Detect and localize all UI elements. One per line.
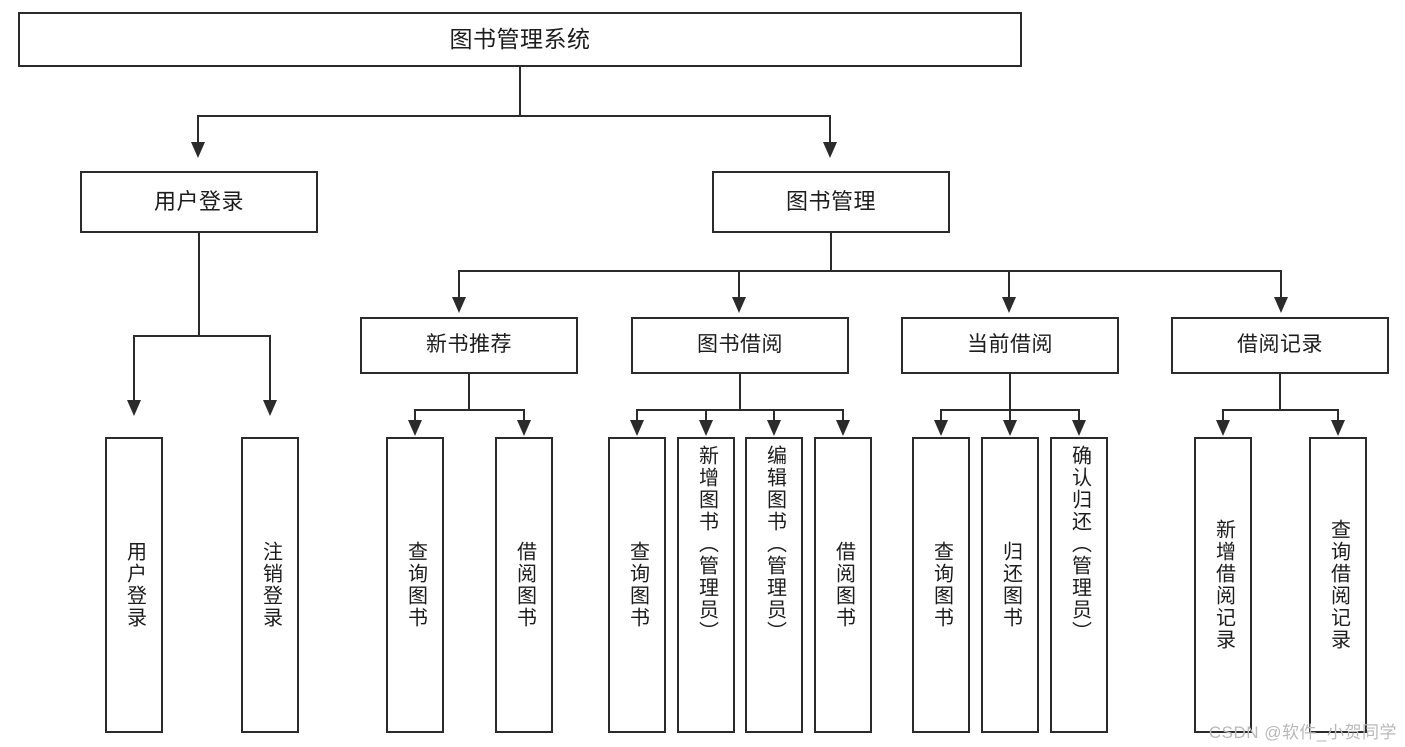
leaf-borrow-record-query-record[interactable]: 查询借阅记录 (1309, 437, 1367, 733)
connector-user-login-bus (133, 335, 270, 337)
leaf-label: 新增借阅记录 (1212, 519, 1235, 651)
node-label: 图书借阅 (697, 333, 783, 357)
arrow-current-borrow-child-2 (1003, 420, 1017, 436)
connector-book-manage-stem (830, 233, 832, 271)
node-label: 用户登录 (153, 189, 244, 215)
leaf-label: 查询图书 (404, 541, 427, 629)
node-book-manage[interactable]: 图书管理 (712, 171, 950, 233)
leaf-label: 编辑图书（管理员） (763, 445, 786, 643)
connector-level2-bus (458, 270, 1282, 272)
arrow-current-borrow-child-3 (1072, 420, 1086, 436)
leaf-current-borrow-confirm-return-admin[interactable]: 确认归还（管理员） (1050, 437, 1108, 733)
arrow-user-login-child-1 (127, 400, 141, 416)
connector-current-borrow-child-3 (1078, 409, 1080, 425)
leaf-new-book-borrow-book[interactable]: 借阅图书 (495, 437, 553, 733)
leaf-label: 借阅图书 (832, 541, 855, 629)
leaf-label: 查询图书 (626, 541, 649, 629)
node-current-borrow[interactable]: 当前借阅 (901, 317, 1119, 374)
connector-to-book-manage (829, 115, 831, 145)
leaf-label: 归还图书 (999, 541, 1022, 629)
node-root-system[interactable]: 图书管理系统 (18, 12, 1022, 67)
arrow-borrow-record-child-1 (1216, 420, 1230, 436)
connector-current-borrow-child-1 (940, 409, 942, 425)
node-user-login[interactable]: 用户登录 (80, 171, 318, 233)
leaf-book-borrow-query-book[interactable]: 查询图书 (608, 437, 666, 733)
leaf-user-login-login[interactable]: 用户登录 (105, 437, 163, 733)
connector-borrow-record-bus (1222, 409, 1339, 411)
connector-user-login-stem (198, 233, 200, 336)
leaf-label: 注销登录 (259, 541, 282, 629)
arrow-borrow-record-child-2 (1331, 420, 1345, 436)
connector-root-stem (519, 67, 521, 116)
connector-level1-bus (197, 115, 831, 117)
arrow-to-user-login (191, 142, 205, 158)
node-label: 图书管理系统 (449, 25, 591, 52)
connector-to-user-login (197, 115, 199, 145)
arrow-book-borrow-child-3 (767, 420, 781, 436)
connector-to-borrow-record (1280, 270, 1282, 300)
arrow-book-borrow-child-2 (699, 420, 713, 436)
node-label: 借阅记录 (1237, 333, 1323, 357)
arrow-to-borrow-record (1274, 297, 1288, 313)
arrow-new-book-child-2 (517, 420, 531, 436)
connector-book-borrow-child-1 (636, 409, 638, 425)
arrow-new-book-child-1 (408, 420, 422, 436)
leaf-user-login-logout[interactable]: 注销登录 (241, 437, 299, 733)
connector-borrow-record-stem (1279, 374, 1281, 410)
leaf-new-book-query-book[interactable]: 查询图书 (386, 437, 444, 733)
leaf-label: 新增图书（管理员） (695, 445, 718, 643)
leaf-current-borrow-query-book[interactable]: 查询图书 (912, 437, 970, 733)
arrow-to-book-manage (823, 142, 837, 158)
leaf-label: 确认归还（管理员） (1068, 445, 1091, 643)
connector-current-borrow-child-2 (1009, 409, 1011, 425)
node-borrow-record[interactable]: 借阅记录 (1171, 317, 1389, 374)
leaf-borrow-record-add-record[interactable]: 新增借阅记录 (1194, 437, 1252, 733)
arrow-to-book-borrow (732, 297, 746, 313)
connector-user-login-child-2 (269, 335, 271, 403)
connector-book-borrow-bus (636, 409, 844, 411)
connector-book-borrow-child-3 (773, 409, 775, 425)
node-new-book-recommend[interactable]: 新书推荐 (360, 317, 578, 374)
arrow-current-borrow-child-1 (934, 420, 948, 436)
connector-to-book-borrow (738, 270, 740, 300)
leaf-label: 借阅图书 (513, 541, 536, 629)
leaf-label: 查询借阅记录 (1327, 519, 1350, 651)
connector-new-book-bus (414, 409, 525, 411)
arrow-book-borrow-child-4 (836, 420, 850, 436)
connector-current-borrow-stem (1009, 374, 1011, 410)
leaf-book-borrow-borrow-book[interactable]: 借阅图书 (814, 437, 872, 733)
connector-borrow-record-child-1 (1222, 409, 1224, 425)
connector-new-book-child-2 (523, 409, 525, 425)
leaf-label: 查询图书 (930, 541, 953, 629)
leaf-book-borrow-add-book-admin[interactable]: 新增图书（管理员） (677, 437, 735, 733)
connector-user-login-child-1 (133, 335, 135, 403)
leaf-label: 用户登录 (123, 541, 146, 629)
connector-to-new-book (458, 270, 460, 300)
connector-to-current-borrow (1008, 270, 1010, 300)
connector-new-book-stem (468, 374, 470, 410)
arrow-user-login-child-2 (263, 400, 277, 416)
node-label: 新书推荐 (426, 333, 512, 357)
connector-new-book-child-1 (414, 409, 416, 425)
connector-borrow-record-child-2 (1337, 409, 1339, 425)
arrow-to-current-borrow (1002, 297, 1016, 313)
node-label: 当前借阅 (967, 333, 1053, 357)
leaf-current-borrow-return-book[interactable]: 归还图书 (981, 437, 1039, 733)
node-book-borrow[interactable]: 图书借阅 (631, 317, 849, 374)
connector-book-borrow-child-4 (842, 409, 844, 425)
connector-book-borrow-stem (739, 374, 741, 410)
connector-book-borrow-child-2 (705, 409, 707, 425)
csdn-watermark: CSDN @软件_小贺同学 (1208, 723, 1397, 742)
arrow-to-new-book (452, 297, 466, 313)
arrow-book-borrow-child-1 (630, 420, 644, 436)
leaf-book-borrow-edit-book-admin[interactable]: 编辑图书（管理员） (745, 437, 803, 733)
node-label: 图书管理 (785, 189, 876, 215)
